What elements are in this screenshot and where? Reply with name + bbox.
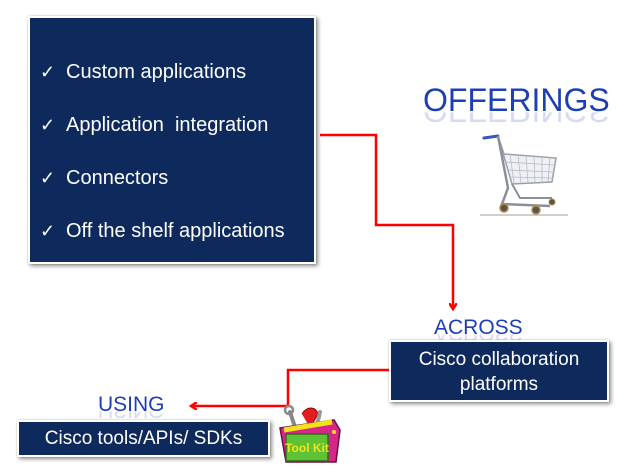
list-item: ✓ Custom applications (40, 46, 314, 99)
offerings-list-box: ✓ Custom applications ✓ Application inte… (28, 16, 316, 264)
across-to-using-arrow (192, 368, 389, 406)
across-heading: ACROSS ACROSS (434, 317, 523, 343)
platforms-line-2: platforms (459, 374, 539, 395)
toolkit-label: Tool Kit (285, 441, 329, 455)
platforms-line-1: Cisco collaboration (418, 349, 580, 370)
using-heading: USING USING (98, 394, 165, 420)
list-item-label: Custom applications (66, 61, 247, 83)
list-item-label: Application integration (66, 114, 269, 136)
list-item: ✓ Connectors (40, 152, 314, 205)
toolkit-icon: Tool Kit (279, 404, 341, 463)
list-item: ✓ Application integration (40, 99, 314, 152)
list-item: ✓ Off the shelf applications (40, 205, 314, 258)
across-heading-text: ACROSS (434, 316, 523, 339)
tools-box: Cisco tools/APIs/ SDKs (17, 420, 270, 457)
checkmark-icon: ✓ (40, 168, 56, 188)
using-heading-text: USING (98, 393, 165, 416)
offerings-heading-text: OFFERINGS (423, 82, 610, 118)
offerings-to-across-arrow (320, 133, 453, 308)
checkmark-icon: ✓ (40, 221, 56, 241)
platforms-box: Cisco collaboration platforms (389, 340, 609, 402)
list-item-label: Off the shelf applications (66, 220, 285, 242)
checkmark-icon: ✓ (40, 62, 56, 82)
tools-box-text: Cisco tools/APIs/ SDKs (44, 428, 243, 449)
list-item-label: Connectors (66, 167, 169, 189)
checkmark-icon: ✓ (40, 115, 56, 135)
shopping-cart-icon (480, 134, 568, 216)
offerings-heading: OFFERINGS OFFERINGS (423, 84, 610, 126)
